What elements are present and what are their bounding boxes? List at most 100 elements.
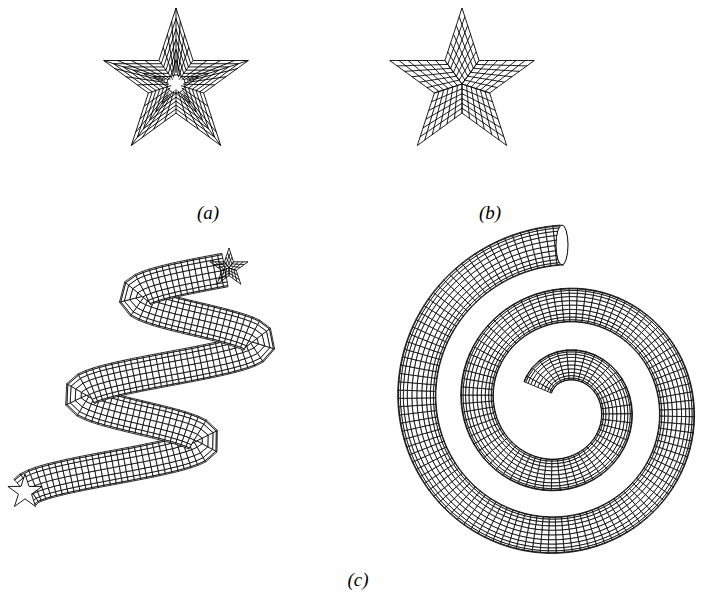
mesh-cell	[99, 365, 106, 368]
mesh-cell	[467, 354, 472, 362]
mesh-cell	[557, 350, 567, 352]
mesh-cell	[578, 289, 586, 291]
mesh-cell	[137, 356, 143, 358]
mesh-cell	[129, 431, 135, 434]
mesh-cell	[594, 355, 603, 361]
mesh-cell	[606, 462, 613, 469]
mesh-cell	[67, 458, 73, 461]
mesh-cell	[213, 339, 219, 342]
mesh-line	[230, 266, 240, 268]
mesh-cell	[483, 326, 490, 334]
mesh-line	[490, 93, 507, 146]
mesh-cell	[463, 412, 466, 421]
mesh-cell	[477, 332, 482, 339]
mesh-cell	[122, 447, 128, 449]
mesh-cell	[122, 430, 128, 433]
mesh-cell	[464, 362, 468, 371]
mesh-cell	[540, 356, 549, 363]
mesh-cell	[570, 309, 577, 313]
mesh-cell	[462, 370, 464, 378]
mesh-cell	[463, 370, 466, 379]
mesh-line	[140, 90, 170, 119]
mesh-cell	[551, 488, 560, 490]
mesh-line	[187, 69, 237, 82]
mesh-cell	[490, 463, 497, 470]
mesh-cell	[483, 458, 489, 465]
mesh-cell	[460, 395, 462, 404]
mesh-cell	[124, 359, 130, 362]
mesh-line	[417, 93, 434, 146]
mesh-cell	[464, 420, 468, 428]
mesh-cell	[500, 309, 507, 314]
mesh-cell	[612, 455, 619, 463]
mesh-line	[459, 17, 476, 65]
mesh-cell	[534, 488, 543, 490]
mesh-cell	[619, 448, 624, 456]
mesh-cell	[481, 395, 485, 402]
mesh-cell	[473, 388, 478, 395]
mesh-cell	[526, 368, 532, 376]
mesh-cell	[77, 415, 85, 420]
mesh-line	[445, 8, 462, 61]
mesh-cell	[568, 369, 574, 373]
mesh-cell	[526, 486, 535, 489]
mesh-cell	[570, 305, 577, 309]
mesh-cell	[171, 329, 177, 332]
mesh-cell	[112, 362, 119, 365]
mesh-cell	[461, 395, 463, 404]
mesh-cell	[626, 387, 630, 396]
mesh-cell	[537, 292, 546, 296]
mesh-cell	[586, 290, 595, 293]
mesh-cell	[494, 314, 501, 321]
mesh-line	[104, 8, 249, 145]
mesh-cell	[568, 361, 576, 365]
mesh-line	[397, 64, 448, 65]
mesh-line	[148, 86, 171, 93]
mesh-cell	[621, 379, 627, 388]
mesh-cell	[473, 395, 478, 403]
mesh-cell	[548, 352, 558, 357]
mesh-cell	[104, 451, 110, 453]
mesh-cell	[526, 485, 535, 489]
mesh-cell	[66, 405, 78, 416]
mesh-cell	[146, 443, 152, 445]
mesh-cell	[156, 266, 163, 269]
mesh-line	[232, 263, 244, 265]
mesh-cell	[600, 468, 608, 475]
mesh-cell	[92, 453, 98, 455]
mesh-cell	[601, 469, 608, 475]
mesh-cell	[125, 274, 136, 282]
mesh-line	[236, 262, 248, 271]
mesh-cell	[135, 433, 141, 436]
mesh-line	[183, 93, 216, 133]
mesh-cell	[195, 335, 201, 338]
mesh-cell	[187, 259, 193, 261]
mesh-line	[229, 268, 230, 276]
mesh-cell	[528, 294, 536, 297]
mesh-cell	[552, 471, 559, 475]
mesh-line	[187, 61, 235, 80]
mesh-cell	[462, 403, 465, 412]
mesh-line	[390, 61, 435, 93]
mesh-cell	[143, 269, 150, 272]
mesh-cell	[518, 482, 527, 486]
mesh-cell	[78, 370, 86, 375]
mesh-cell	[567, 357, 575, 361]
mesh-cell	[118, 360, 125, 363]
mesh-line	[176, 8, 177, 70]
mesh-cell	[560, 487, 569, 490]
mesh-cell	[488, 320, 495, 327]
swept-circle-surface	[398, 225, 695, 553]
mesh-cell	[470, 436, 475, 444]
mesh-cell	[474, 339, 480, 347]
mesh-line	[225, 248, 229, 262]
mesh-cell	[66, 384, 68, 405]
mesh-cell	[174, 261, 181, 264]
mesh-cell	[98, 423, 105, 426]
mesh-cell	[569, 289, 577, 291]
mesh-cell	[86, 368, 93, 372]
mesh-cell	[473, 339, 478, 346]
mesh-cell	[510, 478, 518, 483]
mesh-cell	[616, 372, 623, 380]
